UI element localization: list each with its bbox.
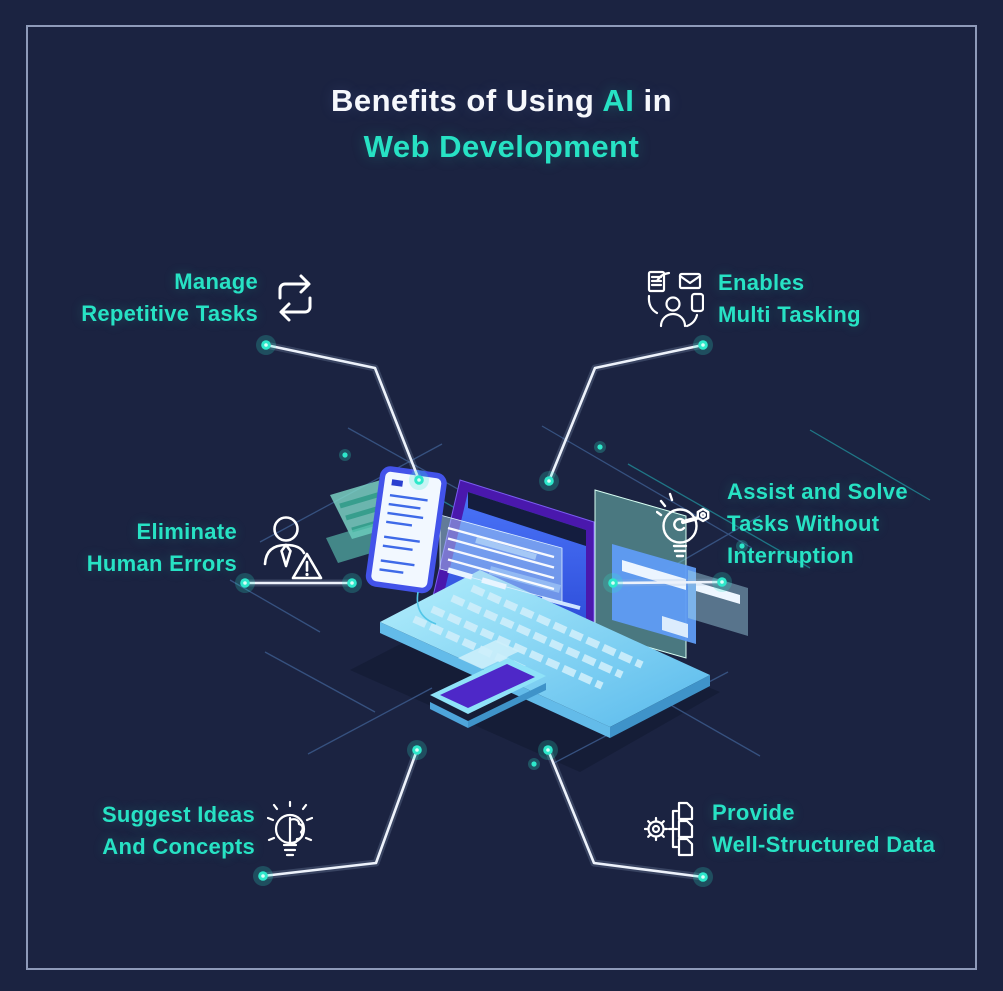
callout-eliminate-human-errors: Eliminate Human Errors bbox=[50, 512, 325, 584]
callout-suggest-ideas: Suggest Ideas And Concepts bbox=[63, 799, 313, 863]
floating-panel-text bbox=[439, 514, 563, 603]
keyboard-keys bbox=[412, 584, 644, 690]
callout-manage-repetitive-tasks: Manage Repetitive Tasks bbox=[60, 266, 318, 330]
callout-line: And Concepts bbox=[102, 834, 255, 859]
floating-panel-small-right bbox=[688, 570, 748, 636]
gear-flowchart-icon bbox=[644, 801, 694, 857]
callout-line: Eliminate bbox=[136, 519, 237, 544]
person-warning-icon bbox=[263, 516, 323, 580]
trackpad bbox=[458, 640, 520, 669]
phone-wire bbox=[416, 591, 437, 625]
page-title: Benefits of Using AI in Web Development bbox=[0, 78, 1003, 170]
multitasking-person-icon bbox=[647, 270, 704, 328]
title-accent-ai: AI bbox=[602, 83, 635, 118]
callout-line: Provide bbox=[712, 800, 795, 825]
repeat-arrows-icon bbox=[278, 274, 312, 322]
circuit-glow-dots bbox=[339, 441, 748, 770]
tablet bbox=[430, 658, 546, 728]
callout-line: Tasks Without bbox=[727, 511, 880, 536]
callout-enables-multi-tasking: Enables Multi Tasking bbox=[646, 267, 861, 331]
callout-line: Repetitive Tasks bbox=[81, 301, 258, 326]
glow-dots bbox=[235, 335, 732, 887]
title-line-2: Web Development bbox=[363, 129, 640, 164]
callout-line: Suggest Ideas bbox=[101, 802, 255, 827]
callout-line: Assist and Solve bbox=[727, 479, 908, 504]
laptop-illustration bbox=[229, 425, 931, 772]
callout-assist-and-solve: Assist and Solve Tasks Without Interrupt… bbox=[656, 476, 908, 572]
callout-line: Human Errors bbox=[86, 551, 237, 576]
callout-well-structured-data: Provide Well-Structured Data bbox=[644, 797, 935, 861]
title-line-1: Benefits of Using AI in bbox=[330, 83, 673, 118]
callout-line: Enables bbox=[718, 270, 805, 295]
callout-line: Interruption bbox=[727, 543, 855, 568]
callout-line: Well-Structured Data bbox=[712, 832, 936, 857]
idea-bulb-brain-icon bbox=[267, 800, 313, 857]
bulb-wrench-icon bbox=[656, 492, 710, 557]
floating-phone-panel bbox=[365, 466, 447, 594]
callout-line: Manage bbox=[174, 269, 258, 294]
callout-line: Multi Tasking bbox=[718, 302, 861, 327]
